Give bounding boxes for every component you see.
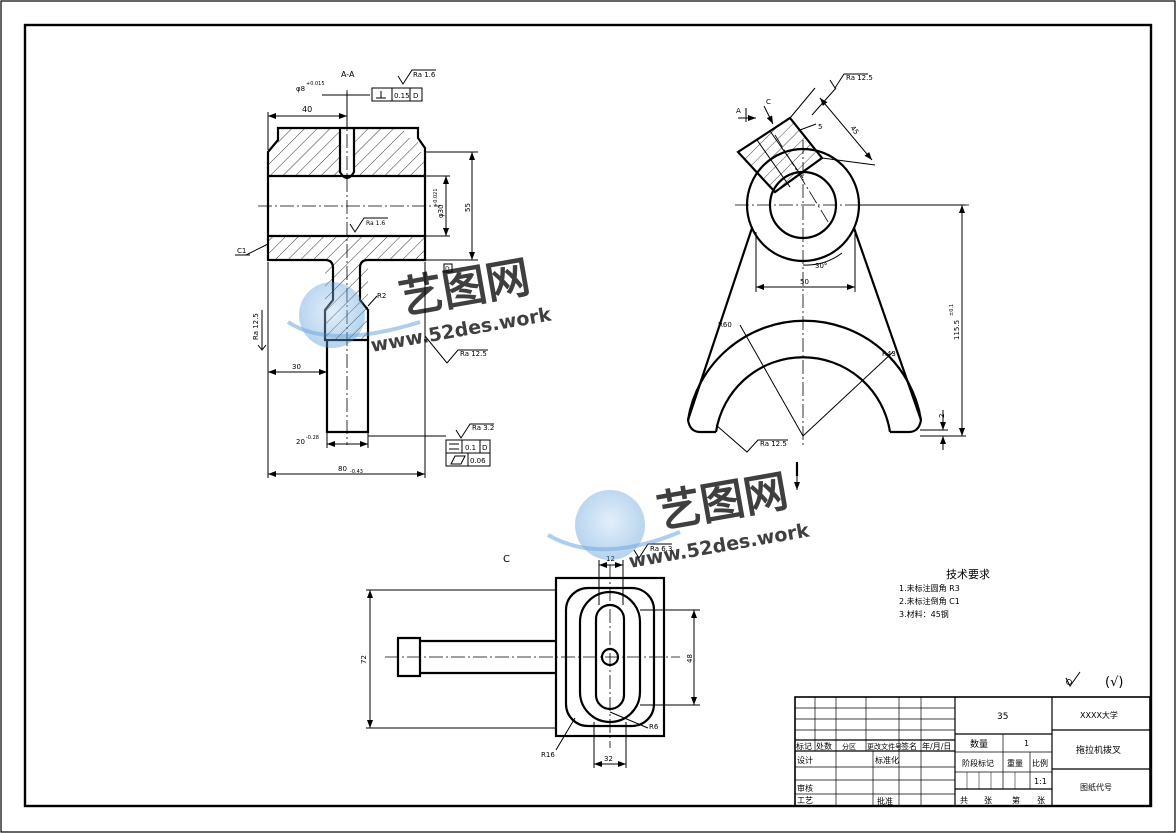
par-value: 0.1	[465, 444, 476, 452]
tb-zone-val: 分区	[842, 742, 856, 751]
view-c-label: C	[503, 554, 510, 565]
dim-115-tol: ±0.1	[949, 304, 955, 316]
tb-quantity: 数量	[970, 738, 988, 750]
dim-5: 5	[818, 123, 822, 131]
tb-sign: 签名	[901, 741, 917, 751]
dim-32: 32	[604, 755, 613, 763]
roughness-right: Ra 12.5	[460, 350, 487, 358]
tb-school: XXXX大学	[1080, 710, 1118, 720]
tb-weight: 重量	[1007, 758, 1023, 768]
inner-frame	[23, 23, 1153, 808]
view-c: C 12 Ra 6.3 72 48 32 R6	[360, 543, 700, 768]
perp-value: 0.15	[394, 92, 410, 100]
tb-material: 35	[997, 712, 1008, 722]
dim-8: φ8	[296, 85, 305, 93]
tb-process: 工艺	[797, 796, 813, 805]
dim-30b: 30	[292, 363, 301, 371]
datum-d: D	[445, 266, 450, 273]
dim-8-tol: +0.015	[306, 81, 325, 87]
tb-review: 审核	[797, 783, 813, 793]
tb-total: 共	[960, 796, 968, 805]
dim-48: 48	[686, 654, 694, 663]
tech-item-2: 2.未标注倒角 C1	[899, 596, 960, 606]
dim-115: 115.5	[953, 320, 961, 340]
tb-approve: 批准	[877, 796, 893, 806]
perp-ref: D	[413, 92, 418, 100]
tb-scale: 比例	[1032, 758, 1048, 768]
dim-80-tol: -0.43	[350, 469, 363, 475]
tb-page: 第	[1012, 795, 1020, 805]
globe-icon-2	[575, 490, 645, 560]
flat-value: 0.06	[470, 457, 486, 465]
other-roughness: (√)	[1065, 671, 1123, 690]
radius-r43: R43	[882, 350, 896, 358]
dim-50: 50	[800, 278, 809, 286]
tb-drawing-no: 图纸代号	[1080, 782, 1112, 792]
par-ref: D	[482, 444, 487, 452]
tech-item-1: 1.未标注圆角 R3	[899, 583, 960, 593]
dim-2: 2	[938, 414, 946, 418]
tb-quantity-val: 1	[1024, 739, 1029, 748]
roughness-foot: Ra 3.2	[472, 424, 494, 432]
tb-change-doc: 更改文件号	[867, 742, 902, 751]
arrow-label-a: A	[736, 107, 741, 115]
tb-sheets: 张	[984, 796, 992, 805]
roughness-top: Ra 1.6	[413, 71, 436, 79]
roughness-side-bottom: Ra 12.5	[760, 440, 787, 448]
dim-55: 55	[464, 203, 472, 212]
other-roughness-text: (√)	[1105, 675, 1123, 690]
arrow-label-c: C	[766, 98, 771, 106]
tech-item-3: 3.材料：45钢	[899, 609, 949, 619]
tb-date: 年/月/日	[922, 741, 951, 751]
dim-72: 72	[360, 655, 368, 664]
roughness-side-top: Ra 12.5	[846, 74, 873, 82]
hatch-bottom	[268, 236, 425, 260]
tb-sheets2: 张	[1037, 796, 1045, 805]
radius-r16: R16	[541, 751, 555, 759]
tb-mark: 标记	[796, 741, 812, 751]
radius-r60: R60	[718, 321, 732, 329]
tb-design: 设计	[797, 755, 813, 765]
dim-40: 40	[302, 105, 312, 114]
title-block-text: 标记 处数 分区 更改文件号 签名 年/月/日 设计 标准化 审核 工艺 批准 …	[796, 710, 1121, 806]
chamfer-c1: C1	[237, 247, 246, 255]
globe-icon	[299, 282, 365, 348]
tb-scale-val: 1:1	[1034, 777, 1047, 786]
side-view: 50 30° 115.5 ±0.1 2 R60 R43 45 5 Ra 12.5…	[686, 73, 970, 490]
dim-45: 45	[848, 124, 860, 136]
tb-zones: 处数	[816, 741, 832, 751]
dim-80: 80	[338, 465, 347, 473]
angle-30: 30°	[815, 262, 827, 270]
dim-20: 20	[296, 438, 305, 446]
radius-r2: R2	[377, 292, 386, 300]
dim-30-tol: +0.021	[433, 188, 439, 207]
roughness-c-view: Ra 6.3	[650, 545, 672, 553]
tech-title: 技术要求	[946, 568, 990, 581]
hatch-top	[268, 128, 425, 177]
radius-r6: R6	[649, 723, 659, 731]
dim-20-tol: -0.28	[306, 435, 319, 441]
section-label-aa: A-A	[341, 70, 355, 79]
tb-stage: 阶段标记	[962, 758, 994, 768]
tb-standard: 标准化	[875, 755, 899, 765]
watermark-2: 艺图网 www.52des.work	[547, 466, 811, 573]
dim-30: φ30	[437, 204, 445, 218]
roughness-bore: Ra 1.6	[366, 220, 385, 227]
technical-requirements: 技术要求 1.未标注圆角 R3 2.未标注倒角 C1 3.材料：45钢	[899, 568, 990, 619]
roughness-left: Ra 12.5	[252, 313, 260, 340]
title-block	[794, 696, 1151, 807]
tb-part-name: 拖拉机拨叉	[1076, 744, 1121, 756]
